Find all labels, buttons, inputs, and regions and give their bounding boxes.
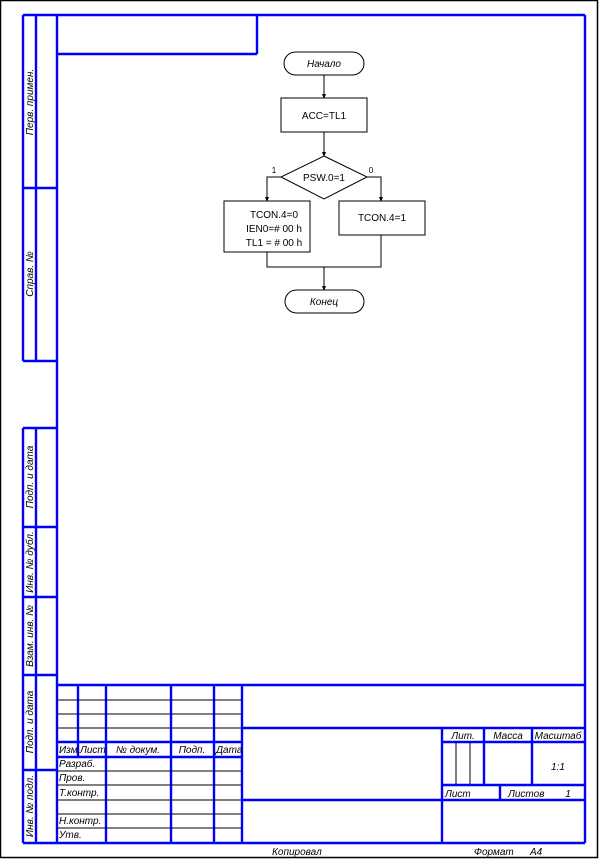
flow-end-terminator: Конец xyxy=(284,289,365,314)
flow-process-yes-line: IEN0=# 00 h xyxy=(246,224,302,235)
flow-connector xyxy=(266,176,281,202)
flow-branch-no-label: 0 xyxy=(369,166,374,175)
flowchart: Начало ACC=TL1 PSW.0=1 1 0 TCON.4=0 IEN0… xyxy=(223,51,426,314)
tb-role-razrab: Разраб. xyxy=(59,758,95,770)
side-label-sprav-no: Справ. № xyxy=(25,251,36,297)
tb-header-data: Дата xyxy=(215,745,243,756)
side-label-vzam-inv-no: Взам. инв. № xyxy=(25,605,36,667)
tb-header-izm: Изм. xyxy=(59,745,80,756)
tb-header-list: Лист xyxy=(79,745,106,756)
flow-decision-label: PSW.0=1 xyxy=(303,173,345,184)
tb-header-podp: Подп. xyxy=(179,745,206,756)
flow-process-yes-line: TCON.4=0 xyxy=(250,210,299,221)
tb-masshtab-value: 1:1 xyxy=(551,762,565,773)
side-label-podp-data-2: Подп. и дата xyxy=(25,690,36,753)
tb-masshtab-label: Масштаб xyxy=(535,730,582,742)
side-label-perv-primen: Перв. примен. xyxy=(25,69,36,135)
flow-process-acc: ACC=TL1 xyxy=(280,97,368,133)
side-label-inv-no-dubl: Инв. № дубл. xyxy=(24,531,36,593)
flow-connector xyxy=(367,176,382,202)
footer-format-value: A4 xyxy=(529,847,543,858)
footer-kopiroval: Копировал xyxy=(272,847,322,858)
flow-process-no-label: TCON.4=1 xyxy=(358,213,407,224)
flow-process-no: TCON.4=1 xyxy=(338,200,426,236)
drawing-frame xyxy=(23,13,587,845)
tb-role-utv: Утв. xyxy=(58,830,82,841)
tb-role-prov: Пров. xyxy=(59,773,85,784)
flow-process-yes: TCON.4=0 IEN0=# 00 h TL1 = # 00 h xyxy=(223,200,311,253)
tb-header-no-dokum: № докум. xyxy=(116,745,160,756)
flow-branch-yes-label: 1 xyxy=(272,166,277,175)
flow-start-terminator: Начало xyxy=(283,51,365,76)
arrowhead-icon xyxy=(379,197,383,202)
tb-lit-label: Лит. xyxy=(450,731,474,742)
tb-listov-label: Листов xyxy=(507,789,544,800)
tb-role-tkontr: Т.контр. xyxy=(59,788,99,799)
tb-massa-label: Масса xyxy=(493,731,523,742)
side-label-podp-data-1: Подп. и дата xyxy=(25,445,36,508)
side-label-inv-no-podl: Инв. № подл. xyxy=(25,775,36,837)
arrowhead-icon xyxy=(322,152,326,157)
flow-end-label: Конец xyxy=(310,297,339,308)
tb-listov-value: 1 xyxy=(565,789,571,800)
arrowhead-icon xyxy=(322,94,326,99)
flow-process-acc-label: ACC=TL1 xyxy=(302,111,347,122)
title-block xyxy=(57,683,585,843)
footer-format-label: Формат xyxy=(474,847,514,858)
flow-start-label: Начало xyxy=(307,59,341,70)
arrowhead-icon xyxy=(322,286,326,291)
left-upper-strip xyxy=(21,13,57,363)
tb-list-label: Лист xyxy=(444,789,471,800)
flow-decision: PSW.0=1 xyxy=(279,155,369,200)
tb-role-nkontr: Н.контр. xyxy=(59,816,101,827)
left-lower-strip xyxy=(21,426,57,843)
flow-process-yes-line: TL1 = # 00 h xyxy=(246,238,302,249)
arrowhead-icon xyxy=(265,197,269,202)
